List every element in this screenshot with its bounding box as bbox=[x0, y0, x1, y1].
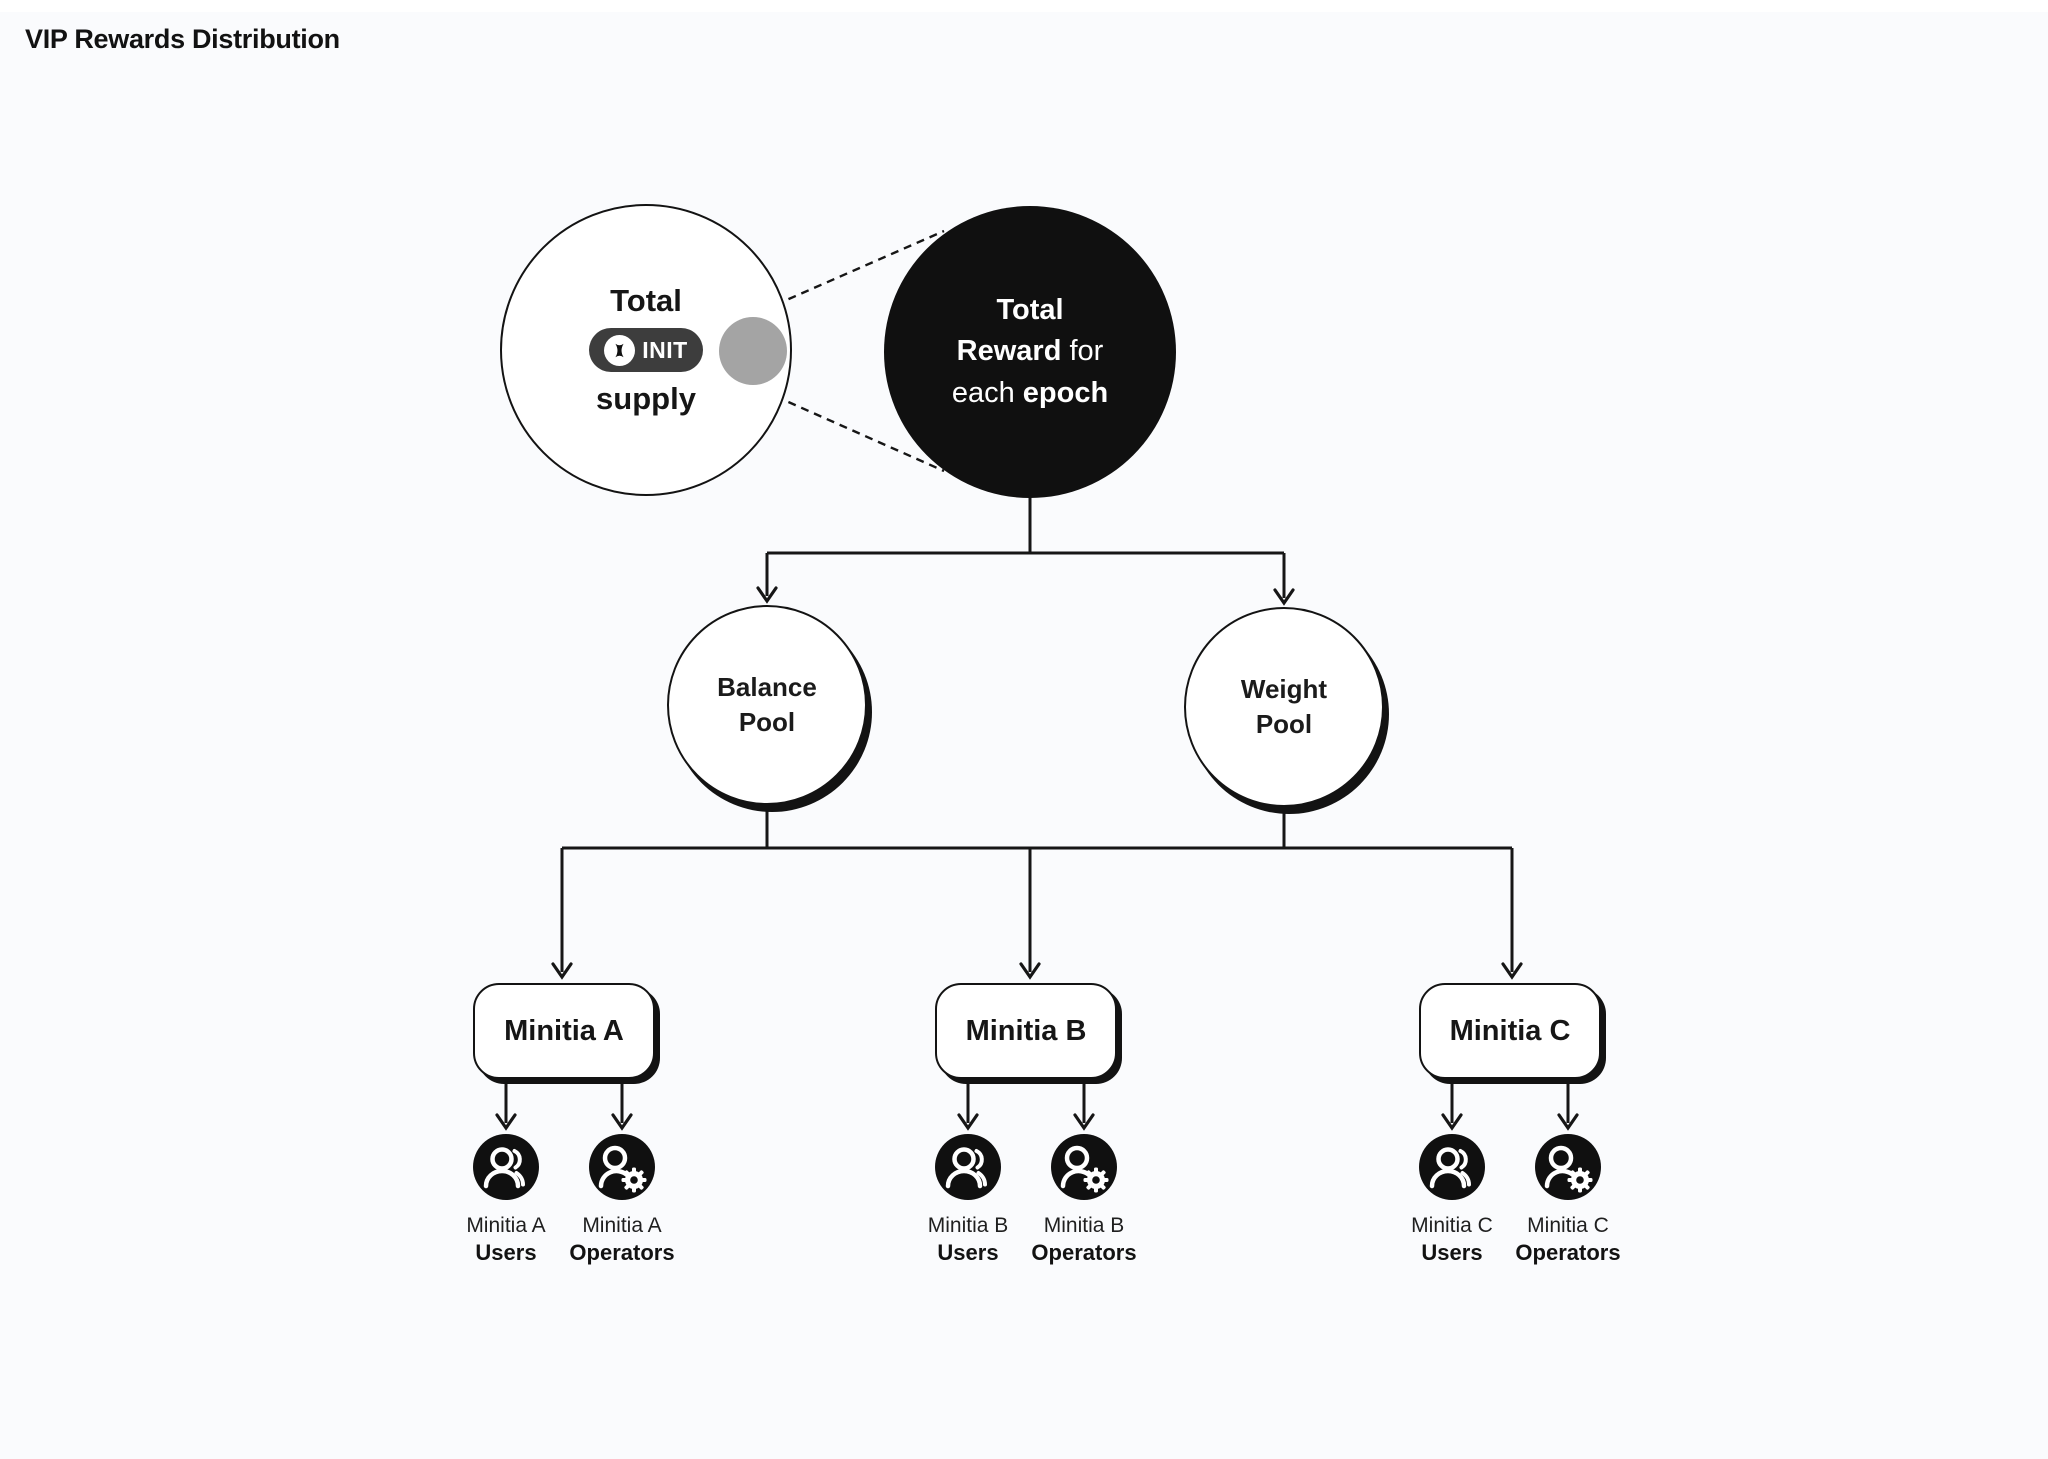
minitia-c-operators-group: Minitia C Operators bbox=[1488, 1134, 1648, 1267]
users-label: Minitia B Users bbox=[927, 1214, 1009, 1266]
arrowheads bbox=[495, 586, 1579, 1131]
minitia-b-users-group: Minitia B Users bbox=[888, 1134, 1048, 1267]
zoom-source-dot bbox=[719, 317, 787, 385]
minitia-b-operators-group: Minitia B Operators bbox=[1004, 1134, 1164, 1267]
minitia-a-users-group: Minitia A Users bbox=[426, 1134, 586, 1267]
weight-pool-line2: Pool bbox=[1255, 709, 1313, 739]
supply-line1: Total bbox=[610, 283, 682, 318]
users-icon bbox=[1419, 1134, 1485, 1200]
minitia-b-label: Minitia B bbox=[965, 1014, 1087, 1047]
users-icon bbox=[935, 1134, 1001, 1200]
supply-line2: supply bbox=[596, 381, 696, 416]
weight-pool-node: Weight Pool bbox=[1184, 607, 1384, 807]
reward-line1: Total bbox=[996, 294, 1064, 327]
total-reward-node: Total Reward for each epoch bbox=[884, 206, 1176, 498]
init-logo-icon bbox=[604, 334, 636, 366]
init-badge-label: INIT bbox=[642, 336, 688, 363]
users-label: Minitia C Users bbox=[1411, 1214, 1493, 1266]
balance-pool-line1: Balance bbox=[717, 671, 817, 702]
users-label: Minitia A Users bbox=[466, 1214, 546, 1266]
page-title: VIP Rewards Distribution bbox=[25, 24, 340, 54]
minitia-a-operators-group: Minitia A Operators bbox=[542, 1134, 702, 1267]
minitia-c-label: Minitia C bbox=[1449, 1014, 1571, 1047]
minitia-c-node: Minitia C bbox=[1419, 983, 1601, 1079]
total-supply-node: Total INIT supply bbox=[500, 204, 792, 496]
reward-line3: each epoch bbox=[951, 376, 1109, 409]
minitia-a-node: Minitia A bbox=[473, 983, 655, 1079]
operator-icon bbox=[589, 1134, 655, 1200]
reward-line2: Reward for bbox=[956, 335, 1104, 368]
balance-pool-line2: Pool bbox=[738, 707, 796, 737]
balance-pool-node: Balance Pool bbox=[667, 605, 867, 805]
minitia-c-users-group: Minitia C Users bbox=[1372, 1134, 1532, 1267]
users-icon bbox=[473, 1134, 539, 1200]
operators-label: Minitia B Operators bbox=[1031, 1214, 1137, 1266]
operators-label: Minitia C Operators bbox=[1515, 1214, 1621, 1266]
top-strip bbox=[0, 0, 2048, 12]
minitia-b-node: Minitia B bbox=[935, 983, 1117, 1079]
minitia-a-label: Minitia A bbox=[504, 1014, 624, 1047]
operator-icon bbox=[1051, 1134, 1117, 1200]
operator-icon bbox=[1535, 1134, 1601, 1200]
weight-pool-line1: Weight bbox=[1240, 673, 1328, 704]
init-badge: INIT bbox=[589, 328, 703, 372]
tree-lines bbox=[504, 497, 1570, 1123]
operators-label: Minitia A Operators bbox=[569, 1214, 675, 1266]
